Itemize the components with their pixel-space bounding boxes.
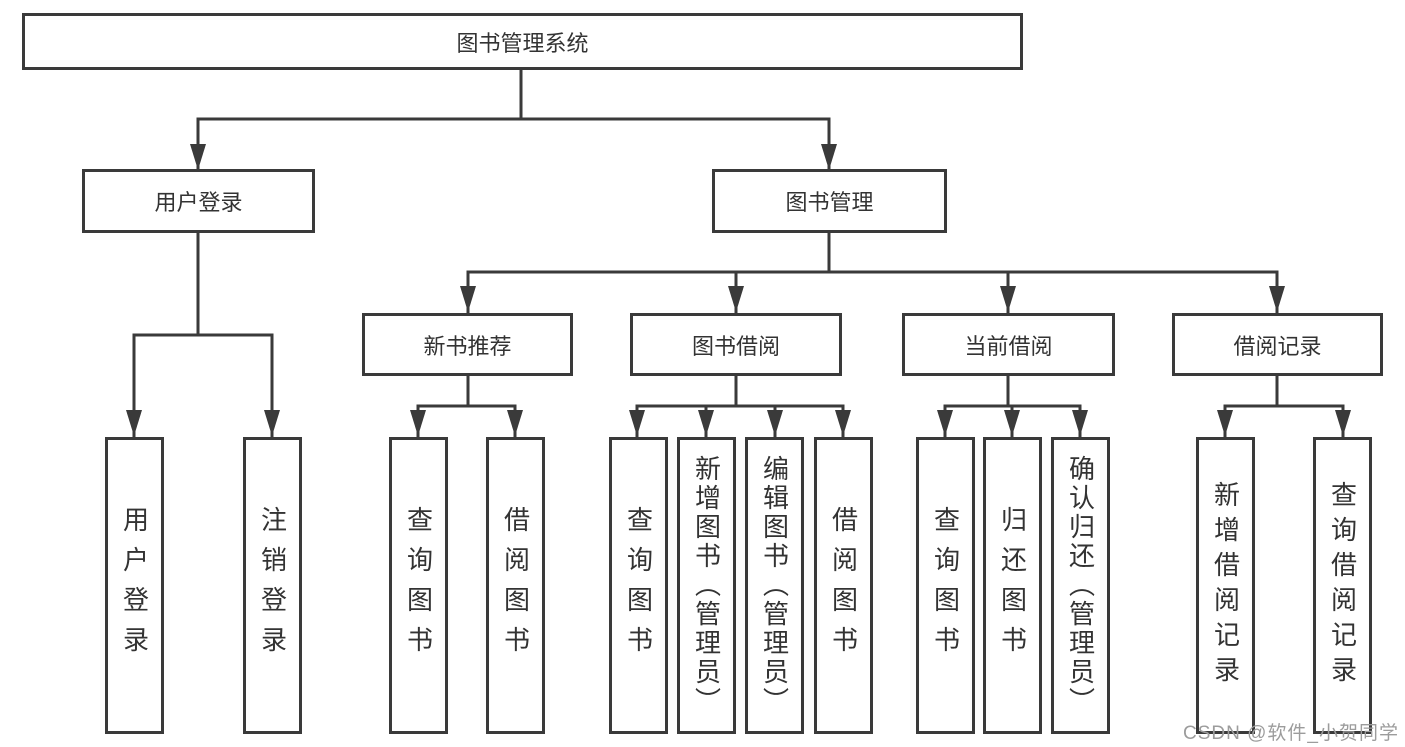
node-book-borrow-label: 图书借阅 bbox=[691, 333, 780, 359]
node-new-book-recommend: 新书推荐 bbox=[362, 313, 573, 376]
node-borrow-records: 借阅记录 bbox=[1172, 313, 1383, 376]
leaf-records-add-record: 新增借阅记录 bbox=[1196, 437, 1255, 734]
watermark: CSDN @软件_小贺同学 bbox=[1183, 723, 1399, 744]
node-borrow-records-label: 借阅记录 bbox=[1233, 333, 1322, 359]
leaf-newbook-query-book-label: 查询图书 bbox=[403, 505, 434, 666]
leaf-logout: 注销登录 bbox=[243, 437, 302, 734]
node-book-management-label: 图书管理 bbox=[785, 190, 874, 215]
leaf-records-add-record-label: 新增借阅记录 bbox=[1210, 480, 1241, 691]
leaf-records-query-record-label: 查询借阅记录 bbox=[1327, 480, 1358, 691]
leaf-newbook-borrow-book-label: 借阅图书 bbox=[500, 505, 531, 666]
leaf-current-confirm-return-admin-label: 确认归还（管理员） bbox=[1065, 455, 1096, 716]
node-book-borrow: 图书借阅 bbox=[630, 313, 842, 376]
leaf-current-confirm-return-admin: 确认归还（管理员） bbox=[1051, 437, 1110, 734]
leaf-borrow-borrow-book-label: 借阅图书 bbox=[828, 505, 859, 666]
leaf-borrow-add-book-admin-label: 新增图书（管理员） bbox=[691, 455, 722, 716]
node-new-book-recommend-label: 新书推荐 bbox=[423, 333, 512, 359]
leaf-borrow-query-book: 查询图书 bbox=[609, 437, 668, 734]
node-root: 图书管理系统 bbox=[22, 13, 1023, 70]
leaf-borrow-query-book-label: 查询图书 bbox=[623, 505, 654, 666]
node-current-borrow: 当前借阅 bbox=[902, 313, 1115, 376]
leaf-borrow-borrow-book: 借阅图书 bbox=[814, 437, 873, 734]
leaf-records-query-record: 查询借阅记录 bbox=[1313, 437, 1372, 734]
leaf-current-return-book-label: 归还图书 bbox=[997, 505, 1028, 666]
leaf-logout-label: 注销登录 bbox=[257, 505, 288, 666]
node-book-management: 图书管理 bbox=[712, 169, 947, 233]
node-user-login-label: 用户登录 bbox=[154, 190, 243, 215]
leaf-borrow-add-book-admin: 新增图书（管理员） bbox=[677, 437, 736, 734]
leaf-user-login: 用户登录 bbox=[105, 437, 164, 734]
node-user-login: 用户登录 bbox=[82, 169, 315, 233]
leaf-newbook-borrow-book: 借阅图书 bbox=[486, 437, 545, 734]
node-root-label: 图书管理系统 bbox=[456, 30, 589, 56]
leaf-borrow-edit-book-admin: 编辑图书（管理员） bbox=[745, 437, 804, 734]
leaf-current-return-book: 归还图书 bbox=[983, 437, 1042, 734]
leaf-newbook-query-book: 查询图书 bbox=[389, 437, 448, 734]
leaf-user-login-label: 用户登录 bbox=[119, 505, 150, 666]
leaf-borrow-edit-book-admin-label: 编辑图书（管理员） bbox=[759, 455, 790, 716]
leaf-current-query-book-label: 查询图书 bbox=[930, 505, 961, 666]
node-current-borrow-label: 当前借阅 bbox=[964, 333, 1053, 359]
leaf-current-query-book: 查询图书 bbox=[916, 437, 975, 734]
